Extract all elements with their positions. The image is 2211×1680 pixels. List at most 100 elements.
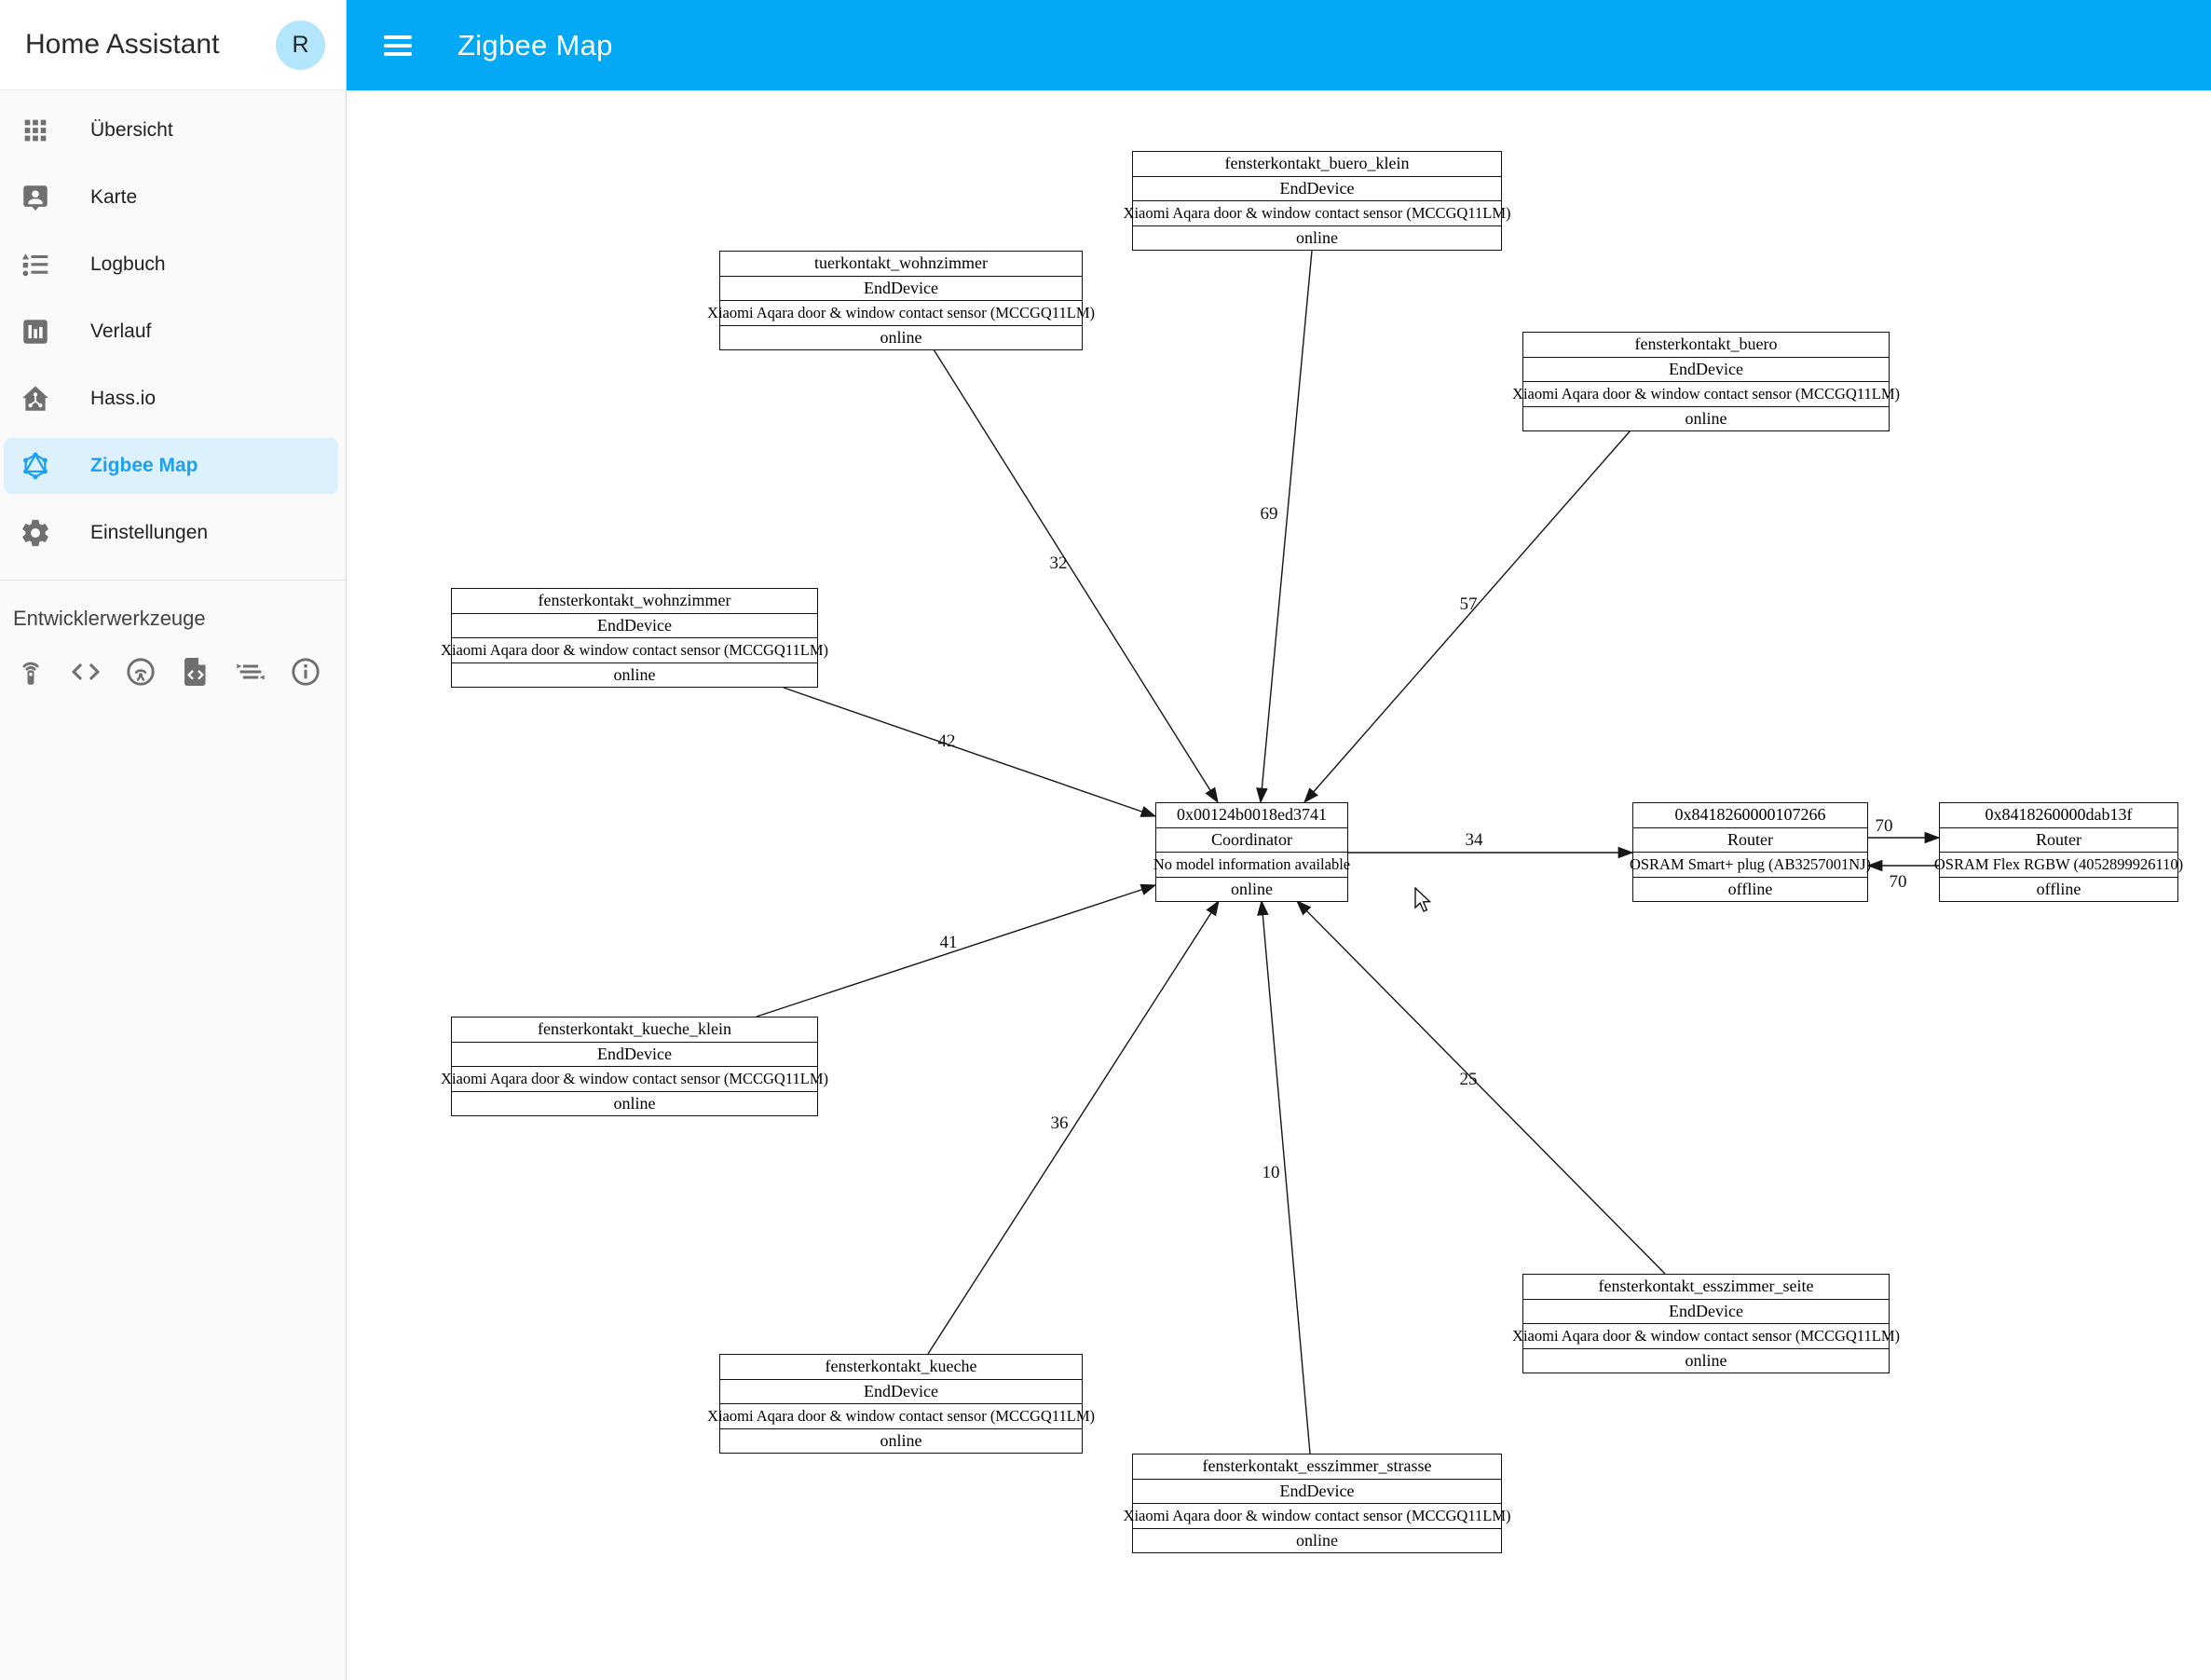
node-status: online (452, 1090, 817, 1116)
mouse-cursor (1414, 887, 1432, 912)
node-type: EndDevice (1523, 356, 1889, 382)
edge-label: 34 (1466, 830, 1484, 850)
edge-label: 42 (938, 731, 956, 751)
edge-label: 25 (1460, 1070, 1478, 1089)
zigbee-graph-icon (20, 450, 51, 482)
graph-edge (1303, 430, 1631, 804)
file-code-icon[interactable] (179, 655, 212, 689)
sidebar-item-label: Verlauf (90, 321, 152, 342)
sidebar-item-einstellungen[interactable]: Einstellungen (0, 499, 346, 567)
node-name: 0x00124b0018ed3741 (1177, 805, 1327, 825)
devtools-heading: Entwicklerwerkzeuge (13, 607, 206, 630)
edge-label: 70 (1890, 872, 1907, 892)
node-model: Xiaomi Aqara door & window contact senso… (1124, 1503, 1510, 1528)
info-icon[interactable] (289, 655, 322, 689)
edge-label: 69 (1261, 504, 1278, 524)
node-model: Xiaomi Aqara door & window contact senso… (1124, 200, 1510, 225)
node-name: fensterkontakt_esszimmer_strasse (1202, 1456, 1432, 1476)
graph-edge (927, 899, 1220, 1355)
sidebar-menu: Übersicht Karte (0, 90, 346, 567)
node-name: tuerkontakt_wohnzimmer (814, 253, 988, 273)
devtools-icons (14, 655, 346, 689)
sidebar-item-label: Einstellungen (90, 522, 209, 543)
sidebar-item-uebersicht[interactable]: Übersicht (0, 97, 346, 164)
node-name: fensterkontakt_kueche_klein (538, 1019, 731, 1039)
node-status: offline (1940, 876, 2177, 902)
node-status: online (452, 662, 817, 688)
remote-icon[interactable] (14, 655, 48, 689)
node-name: fensterkontakt_buero_klein (1224, 154, 1410, 173)
node-status: online (1133, 225, 1501, 251)
node-name: 0x8418260000107266 (1674, 805, 1826, 825)
sidebar-item-logbuch[interactable]: Logbuch (0, 231, 346, 298)
node-type: Coordinator (1156, 826, 1347, 853)
graph-edge (1257, 899, 1311, 1455)
node-model: Xiaomi Aqara door & window contact senso… (707, 1403, 1095, 1428)
node-name: fensterkontakt_esszimmer_seite (1598, 1277, 1814, 1296)
chart-box-icon (20, 316, 51, 348)
node-type: EndDevice (452, 612, 817, 638)
account-card-icon (20, 182, 51, 213)
node-name: fensterkontakt_wohnzimmer (538, 591, 731, 610)
app-header: Zigbee Map (347, 0, 2211, 90)
node-status: online (1523, 1347, 1889, 1373)
access-point-icon[interactable] (124, 655, 157, 689)
node-type: Router (1940, 826, 2177, 853)
gear-icon (20, 517, 51, 549)
node-status: online (720, 1427, 1082, 1454)
node-model: Xiaomi Aqara door & window contact senso… (441, 1066, 828, 1091)
home-assistant-icon (20, 383, 51, 415)
node-type: EndDevice (1133, 175, 1501, 201)
node-status: online (1156, 876, 1347, 902)
node-status: offline (1633, 876, 1867, 902)
node-type: EndDevice (1523, 1298, 1889, 1324)
sidebar-item-karte[interactable]: Karte (0, 164, 346, 231)
edge-label: 10 (1262, 1163, 1280, 1182)
avatar[interactable]: R (276, 20, 325, 70)
sidebar-header: Home Assistant R (0, 0, 346, 90)
node-name: fensterkontakt_buero (1634, 335, 1778, 354)
node-name: 0x8418260000dab13f (1985, 805, 2133, 825)
edge-label: 41 (940, 933, 958, 952)
menu-hamburger-icon[interactable] (384, 34, 412, 56)
sidebar-item-verlauf[interactable]: Verlauf (0, 298, 346, 365)
node-type: Router (1633, 826, 1867, 853)
node-type: EndDevice (1133, 1478, 1501, 1504)
edge-label: 32 (1050, 553, 1068, 573)
node-type: EndDevice (452, 1041, 817, 1067)
node-type: EndDevice (720, 275, 1082, 301)
edge-label: 57 (1460, 594, 1478, 614)
graph-edge (1256, 250, 1313, 804)
node-model: Xiaomi Aqara door & window contact senso… (707, 300, 1095, 325)
sidebar-item-hassio[interactable]: Hass.io (0, 365, 346, 432)
code-tags-icon[interactable] (69, 655, 102, 689)
sidebar-item-zigbee-map[interactable]: Zigbee Map (0, 432, 346, 499)
node-status: online (1523, 405, 1889, 431)
graph-edge (783, 687, 1157, 817)
graph-edge (933, 348, 1219, 804)
node-status: online (720, 324, 1082, 350)
sidebar: Home Assistant R Übersicht (0, 0, 347, 1680)
node-status: online (1133, 1527, 1501, 1553)
sidebar-item-label: Zigbee Map (90, 455, 198, 476)
sidebar-item-label: Hass.io (90, 388, 157, 409)
node-model: Xiaomi Aqara door & window contact senso… (441, 637, 828, 662)
node-name: fensterkontakt_kueche (825, 1357, 977, 1376)
sidebar-item-label: Übersicht (90, 119, 173, 141)
indent-lines-icon[interactable] (234, 655, 267, 689)
graph-edge (756, 883, 1157, 1018)
